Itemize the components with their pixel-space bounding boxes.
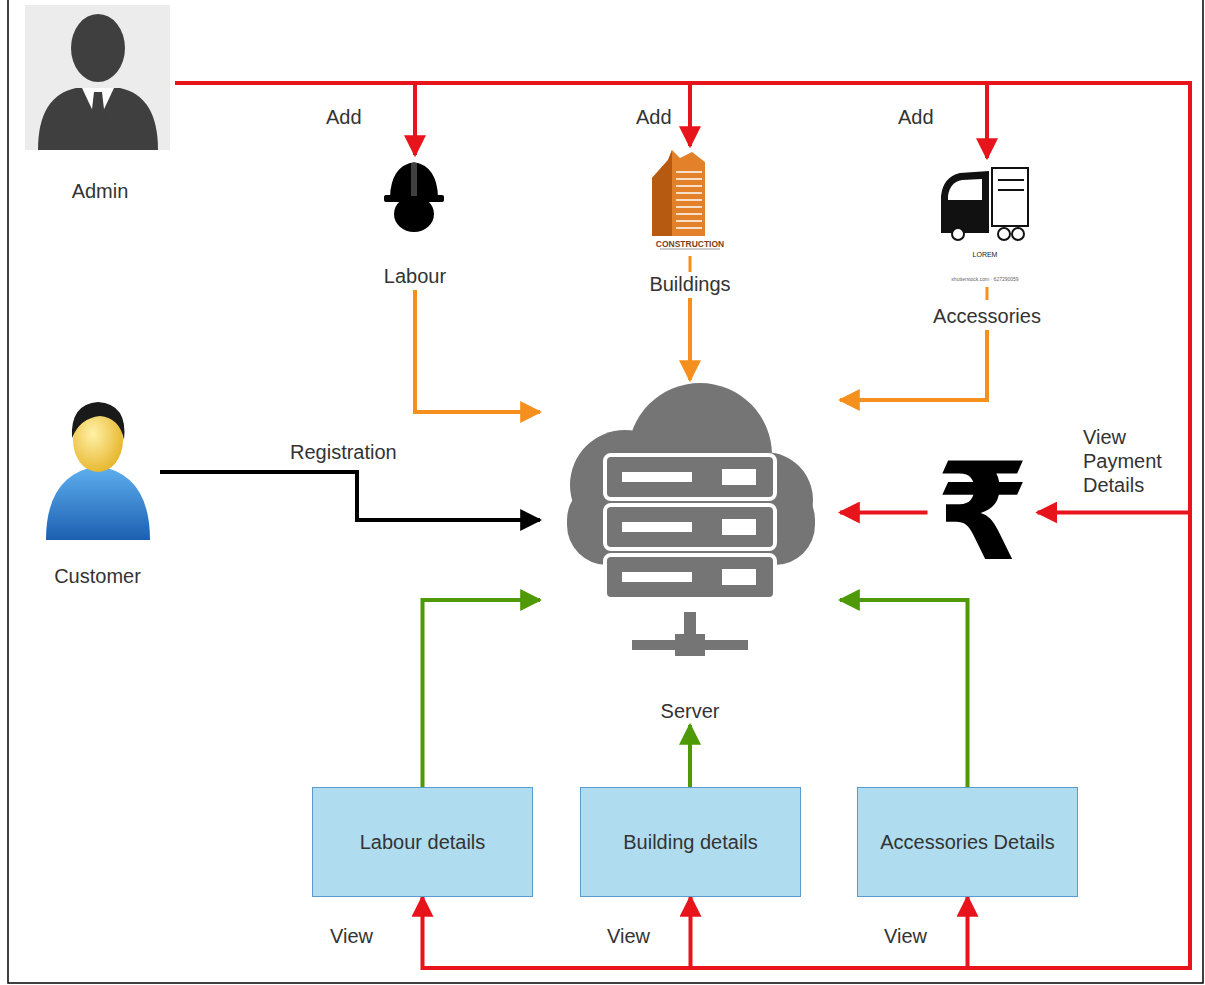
flow-arrow bbox=[688, 725, 692, 787]
edge-label: Add bbox=[324, 105, 364, 129]
server-slot bbox=[622, 572, 692, 582]
flow-arrow bbox=[175, 83, 690, 146]
edge-label: Add bbox=[896, 105, 936, 129]
flow-arrow bbox=[175, 83, 1190, 968]
window-stripe bbox=[676, 220, 702, 222]
node-label: Building details bbox=[623, 830, 758, 854]
truck-icon-part bbox=[952, 228, 964, 240]
flow-arrow bbox=[160, 472, 540, 520]
flow-arrow bbox=[423, 600, 541, 787]
admin-icon bbox=[25, 5, 170, 150]
details-box: Labour details bbox=[312, 787, 533, 897]
truck-icon-part bbox=[998, 228, 1010, 240]
admin-icon-part bbox=[38, 88, 158, 150]
edge-label: View bbox=[882, 924, 929, 948]
window-stripe bbox=[676, 206, 702, 208]
building-icon-part bbox=[652, 150, 705, 236]
flow-arrow bbox=[688, 298, 692, 380]
edge-label: View bbox=[328, 924, 375, 948]
server-node: Server bbox=[540, 380, 840, 725]
flow-arrow bbox=[175, 83, 1190, 968]
flow-arrow bbox=[175, 83, 415, 155]
window-stripe bbox=[676, 199, 702, 201]
flow-arrow bbox=[175, 83, 1190, 968]
edge-label: View Payment Details bbox=[1081, 425, 1177, 497]
details-box: Accessories Details bbox=[857, 787, 1078, 897]
server-icon bbox=[567, 383, 815, 656]
truck-icon-part bbox=[948, 179, 982, 200]
edge-label: Registration bbox=[288, 440, 399, 464]
helmet-icon-part bbox=[411, 160, 417, 196]
server-unit bbox=[605, 505, 775, 549]
helmet-icon-part bbox=[394, 196, 434, 232]
server-unit bbox=[605, 555, 775, 599]
node-label: Accessories Details bbox=[880, 830, 1055, 854]
building-icon-part bbox=[652, 150, 672, 236]
server-slot bbox=[622, 522, 692, 532]
window-stripe bbox=[676, 171, 702, 173]
logo-text: LOREM bbox=[973, 251, 998, 258]
flow-arrow bbox=[415, 290, 540, 412]
buildings-node: Buildings bbox=[630, 146, 750, 298]
admin-icon-part bbox=[25, 5, 170, 150]
truck-icon bbox=[942, 168, 1028, 240]
server-unit bbox=[605, 455, 775, 499]
server-icon-part bbox=[605, 455, 775, 599]
server-icon-part bbox=[675, 634, 705, 656]
truck-icon-part bbox=[1012, 228, 1024, 240]
node-label: Buildings bbox=[649, 272, 730, 296]
server-light bbox=[722, 519, 756, 535]
connector-stub bbox=[986, 287, 989, 300]
truck-icon-part bbox=[992, 168, 1028, 226]
details-box: Building details bbox=[580, 787, 801, 897]
currency-symbol: ₹ bbox=[936, 445, 1030, 580]
frame bbox=[8, 0, 1203, 983]
logo-text: CONSTRUCTION bbox=[656, 239, 724, 249]
flow-arrow bbox=[175, 83, 1190, 513]
window-stripe bbox=[676, 213, 702, 215]
node-label: Admin bbox=[72, 179, 129, 203]
node-label: Customer bbox=[54, 564, 141, 588]
helmet-icon bbox=[384, 160, 444, 232]
node-label: Labour details bbox=[360, 830, 486, 854]
flow-arrow bbox=[840, 330, 987, 400]
flow-arrow bbox=[840, 600, 968, 787]
payment-node: ₹ bbox=[928, 450, 1038, 575]
node-label: Server bbox=[661, 699, 720, 723]
flow-arrow bbox=[840, 511, 928, 515]
customer-icon-part bbox=[46, 466, 150, 540]
window-stripe bbox=[676, 185, 702, 187]
admin-icon-part bbox=[91, 92, 105, 132]
truck-icon-part bbox=[942, 172, 988, 232]
truck-icon-part bbox=[998, 189, 1024, 191]
node-label: Labour bbox=[384, 264, 446, 288]
building-icon bbox=[652, 150, 720, 249]
building-icon-part bbox=[676, 172, 702, 228]
truck-icon-part bbox=[998, 179, 1024, 181]
customer-icon bbox=[46, 402, 150, 540]
admin-node: Admin bbox=[25, 0, 175, 205]
flow-arrow bbox=[175, 83, 987, 158]
accessories-node: Accessories bbox=[915, 158, 1059, 330]
window-stripe bbox=[676, 227, 702, 229]
edge-label: Add bbox=[634, 105, 674, 129]
window-stripe bbox=[676, 192, 702, 194]
customer-icon-part bbox=[72, 402, 125, 440]
server-light bbox=[722, 469, 756, 485]
edge-label: View bbox=[605, 924, 652, 948]
customer-node: Customer bbox=[35, 395, 160, 590]
logo-text: shutterstock.com · 627290059 bbox=[951, 276, 1018, 282]
server-light bbox=[722, 569, 756, 585]
connector-stub bbox=[689, 256, 692, 272]
labour-node: Labour bbox=[360, 155, 470, 290]
server-slot bbox=[622, 472, 692, 482]
window-stripe bbox=[676, 178, 702, 180]
admin-icon-part bbox=[71, 14, 125, 82]
node-label: Accessories bbox=[933, 304, 1041, 328]
